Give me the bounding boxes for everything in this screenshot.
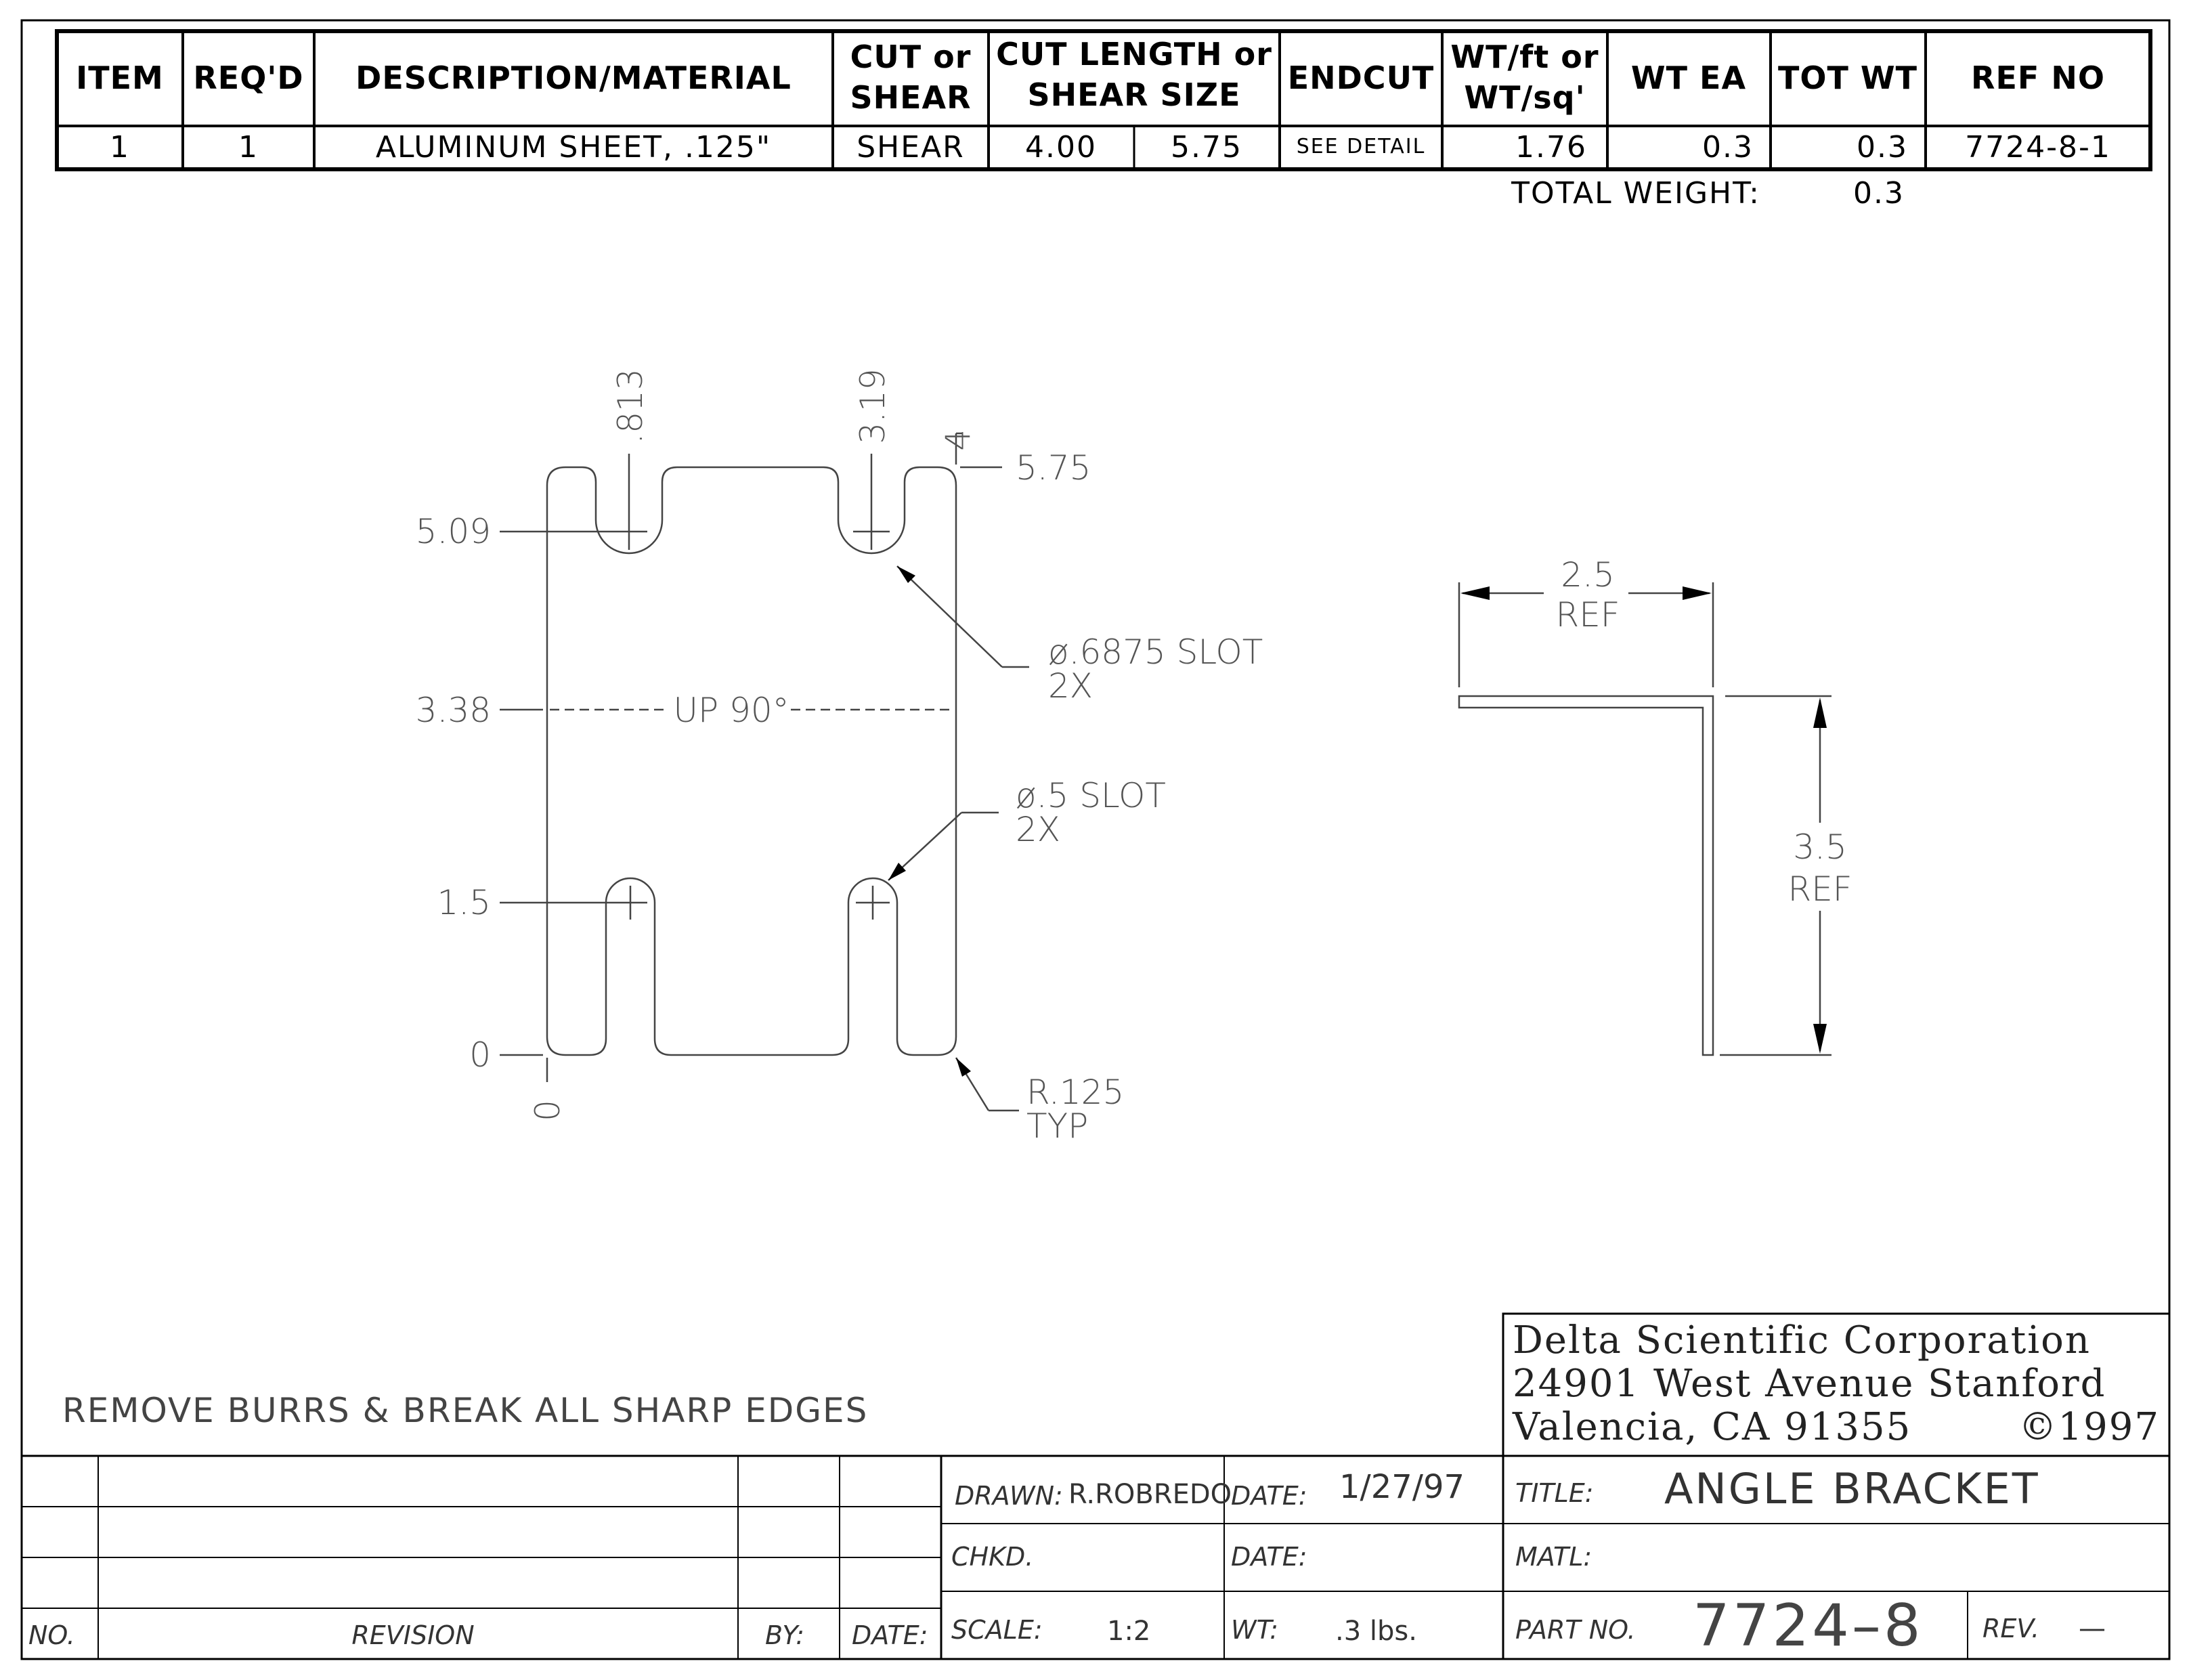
x-dim-4: 4 <box>938 429 978 451</box>
height-dim-value: 3.5 <box>1793 827 1847 867</box>
drawn-label: DRAWN: <box>955 1481 1063 1511</box>
wt-value: .3 lbs. <box>1335 1616 1417 1647</box>
date-label: DATE: <box>1231 1481 1307 1511</box>
bom-header-reqd: REQ'D <box>193 60 303 96</box>
bom-cell-endcut: SEE DETAIL <box>1297 135 1426 158</box>
top-right-dim-575: 5.75 <box>1016 448 1091 488</box>
bom-table: ITEM REQ'D DESCRIPTION/MATERIAL CUT or S… <box>55 29 2152 211</box>
angle-profile <box>1458 695 1714 1056</box>
bom-row: 1 1 ALUMINUM SHEET, .125" SHEAR 4.00 5.7… <box>110 130 2111 165</box>
general-note: REMOVE BURRS & BREAK ALL SHARP EDGES <box>62 1391 868 1430</box>
bom-header-wt-ea: WT EA <box>1631 60 1746 96</box>
bom-header-length-line1: CUT LENGTH or <box>996 36 1272 72</box>
bom-cell-cut: SHEAR <box>857 130 965 165</box>
bom-header-tot-wt: TOT WT <box>1778 60 1917 96</box>
bom-header-wt-line1: WT/ft or <box>1450 39 1599 75</box>
top-extension-lines <box>628 432 1002 513</box>
bom-header-cut-line2: SHEAR <box>850 79 971 116</box>
x-dim-813: .813 <box>611 368 650 444</box>
sheet-border <box>20 19 2171 1660</box>
side-view: 2.5 REF 3.5 REF <box>1458 555 1852 1056</box>
small-slot-qty: 2X <box>1016 810 1060 849</box>
height-dim-ref: REF <box>1787 869 1852 909</box>
width-dim-value: 2.5 <box>1561 555 1615 595</box>
bom-cell-description: ALUMINUM SHEET, .125" <box>376 130 771 165</box>
radius-callout: R.125 <box>1026 1073 1124 1112</box>
rev-value: — <box>2079 1613 2106 1644</box>
part-no-label: PART NO. <box>1515 1615 1636 1645</box>
scale-value: 1:2 <box>1107 1616 1150 1647</box>
bom-cell-ref-no: 7724-8-1 <box>1965 130 2111 165</box>
y-dim-509: 5.09 <box>416 512 491 551</box>
bom-cell-item: 1 <box>110 130 130 165</box>
bom-header-ref-no: REF NO <box>1971 60 2105 96</box>
company-name: Delta Scientific Corporation <box>1513 1318 2091 1362</box>
left-dimension-leaders <box>500 530 613 1082</box>
bom-header-length-line2: SHEAR SIZE <box>1027 77 1240 113</box>
bom-cell-reqd: 1 <box>238 130 259 165</box>
bom-cell-length-b: 5.75 <box>1171 130 1242 165</box>
y-dim-15: 1.5 <box>437 883 491 922</box>
title-block: NO. REVISION BY: DATE: DRAWN: R.ROBREDO … <box>22 1455 2169 1660</box>
chkd-date-label: DATE: <box>1231 1542 1307 1572</box>
y-dim-0: 0 <box>469 1035 491 1075</box>
total-weight-value: 0.3 <box>1853 176 1905 211</box>
slot-center-marks <box>611 513 890 920</box>
small-slot-callout: ø.5 SLOT <box>1016 776 1166 815</box>
rev-label: REV. <box>1982 1614 2039 1643</box>
bom-header-wt-line2: WT/sq' <box>1464 79 1585 116</box>
date-value: 1/27/97 <box>1339 1468 1465 1506</box>
large-slot-callout: ø.6875 SLOT <box>1048 632 1263 672</box>
title-label: TITLE: <box>1515 1478 1594 1508</box>
wt-label: WT: <box>1231 1615 1278 1645</box>
flat-pattern-outline <box>546 466 957 1056</box>
bom-cell-length-a: 4.00 <box>1025 130 1097 165</box>
bom-header-cut-line1: CUT or <box>850 39 972 75</box>
matl-label: MATL: <box>1515 1542 1592 1572</box>
bom-header-endcut: ENDCUT <box>1288 60 1435 96</box>
bend-note: UP 90° <box>673 691 789 730</box>
company-address: 24901 West Avenue Stanford <box>1513 1362 2106 1406</box>
x-dim-0: 0 <box>528 1100 567 1121</box>
flat-pattern-view: UP 90° 5.09 3.38 1.5 0 0 .813 3.19 4 5.7… <box>416 368 1263 1146</box>
copyright: ©1997 <box>2018 1405 2160 1449</box>
radius-typ: TYP <box>1026 1106 1088 1146</box>
revision-date-label: DATE: <box>852 1620 928 1650</box>
bom-header-description: DESCRIPTION/MATERIAL <box>355 60 792 96</box>
drawn-value: R.ROBREDO <box>1068 1479 1232 1510</box>
chkd-label: CHKD. <box>951 1542 1033 1572</box>
width-dim-ref: REF <box>1555 595 1620 634</box>
revision-no-label: NO. <box>28 1620 75 1650</box>
company-city: Valencia, CA 91355 <box>1512 1405 1911 1449</box>
title-value: ANGLE BRACKET <box>1664 1464 2040 1513</box>
bom-cell-tot-wt: 0.3 <box>1857 130 1908 165</box>
large-slot-qty: 2X <box>1048 666 1093 706</box>
callout-leaders <box>888 565 1029 1112</box>
bend-line: UP 90° <box>550 691 953 730</box>
scale-label: SCALE: <box>951 1615 1043 1645</box>
bom-cell-wt-ft: 1.76 <box>1515 130 1587 165</box>
x-dim-319: 3.19 <box>853 368 892 444</box>
company-block: Delta Scientific Corporation 24901 West … <box>1502 1312 2171 1457</box>
part-no-value: 7724–8 <box>1693 1592 1924 1660</box>
bom-header-item: ITEM <box>76 60 164 96</box>
revision-label: REVISION <box>351 1620 474 1650</box>
revision-by-label: BY: <box>765 1620 804 1650</box>
y-dim-338: 3.38 <box>416 691 491 730</box>
total-weight-label: TOTAL WEIGHT: <box>1511 176 1760 211</box>
bom-cell-wt-ea: 0.3 <box>1702 130 1754 165</box>
